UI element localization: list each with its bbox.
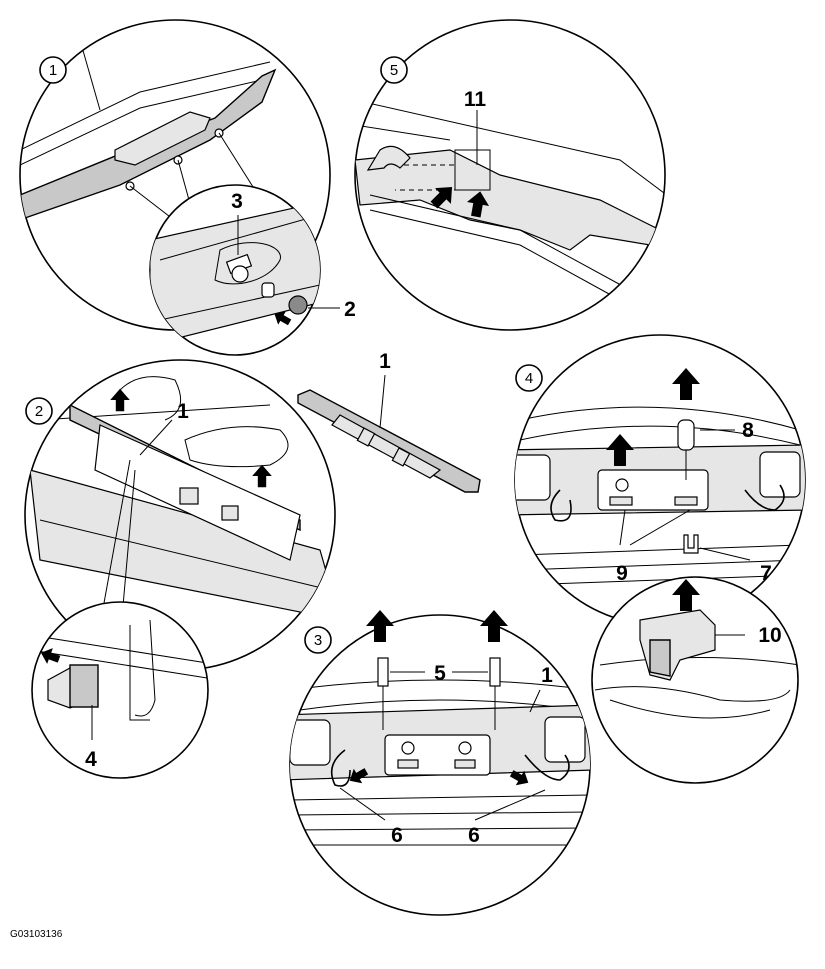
step-badge-2: 2	[25, 397, 53, 425]
svg-text:1: 1	[49, 62, 57, 79]
callout-3-top: 3	[231, 190, 243, 213]
callout-6-right: 6	[468, 824, 480, 847]
callout-7: 7	[760, 562, 772, 585]
panel-step-4	[514, 334, 806, 784]
svg-text:3: 3	[314, 632, 322, 649]
svg-text:4: 4	[525, 370, 533, 387]
step-badge-1: 1	[39, 56, 67, 84]
callout-1-center: 1	[379, 350, 391, 373]
svg-text:5: 5	[390, 62, 398, 79]
step-badge-4: 4	[515, 364, 543, 392]
callout-10: 10	[758, 624, 781, 647]
panel-step-5	[354, 19, 666, 331]
figure-id: G03103136	[10, 929, 63, 940]
callout-9: 9	[616, 562, 628, 585]
panel-step-1	[19, 19, 340, 356]
panel-step-3	[289, 610, 591, 916]
svg-text:2: 2	[35, 403, 43, 420]
trim-strip-center	[297, 374, 481, 493]
callout-6-left: 6	[391, 824, 403, 847]
callout-1-panel3: 1	[541, 664, 553, 687]
callout-11: 11	[464, 88, 487, 111]
callout-4: 4	[85, 748, 97, 771]
step-badge-5: 5	[380, 56, 408, 84]
panel-step-2	[24, 359, 336, 779]
callout-5: 5	[434, 662, 446, 685]
callout-1-panel2: 1	[177, 400, 189, 423]
step-badge-3: 3	[304, 626, 332, 654]
callout-2: 2	[344, 298, 356, 321]
callout-8: 8	[742, 419, 754, 442]
